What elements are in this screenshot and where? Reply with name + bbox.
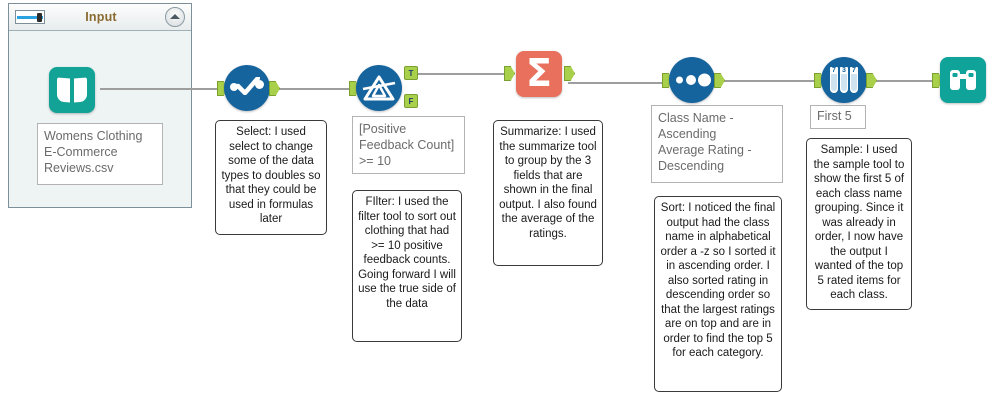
note-summarize: Summarize: I used the summarize tool to … (493, 120, 603, 266)
filter-expr-line-3: >= 10 (359, 154, 391, 168)
container-header[interactable]: Input (9, 4, 191, 31)
input-tool-container[interactable]: Input Womens Clothing E-Commerce Reviews… (8, 3, 192, 208)
slider-icon (15, 10, 45, 24)
tube-number-1: 7 (832, 67, 836, 74)
filter-false-anchor[interactable]: F (404, 94, 418, 108)
tool-select[interactable] (224, 65, 270, 111)
filter-funnel-icon (362, 74, 396, 102)
filter-expr-line-1: [Positive (359, 122, 407, 136)
note-sample: Sample: I used the sample tool to show t… (806, 138, 912, 310)
container-body: Womens Clothing E-Commerce Reviews.csv (9, 31, 191, 207)
tube-number-2: 3 (842, 67, 846, 74)
book-icon (57, 77, 87, 103)
tool-sample[interactable]: 7 3 7 (821, 57, 867, 103)
sort-field-line-4: Descending (658, 159, 725, 173)
tool-browse[interactable] (940, 57, 986, 103)
filter-true-anchor[interactable]: T (404, 66, 418, 80)
chevron-up-icon[interactable] (165, 7, 185, 27)
tool-filter[interactable] (356, 65, 402, 111)
sample-icon-bg[interactable]: 7 3 7 (821, 57, 867, 103)
sort-fields-label: Class Name - Ascending Average Rating - … (651, 105, 783, 183)
wire-sort-to-sample[interactable] (718, 80, 819, 82)
binoculars-icon (948, 68, 978, 92)
input-file-label: Womens Clothing E-Commerce Reviews.csv (37, 123, 163, 185)
sample-output-anchor[interactable] (866, 73, 877, 88)
select-check-icon (230, 77, 264, 99)
wire-input-to-select[interactable] (100, 88, 223, 90)
summarize-output-anchor[interactable] (564, 66, 575, 81)
filter-expression-label: [Positive Feedback Count] >= 10 (352, 116, 465, 174)
tool-input-data[interactable] (49, 67, 95, 113)
note-sort: Sort: I noticed the final output had the… (654, 196, 782, 392)
test-tubes-icon: 7 3 7 (829, 67, 859, 93)
wire-select-to-filter[interactable] (272, 88, 354, 90)
tube-number-3: 7 (852, 67, 856, 74)
filter-icon-bg[interactable] (356, 65, 402, 111)
file-label-line-3: Reviews.csv (44, 161, 114, 175)
summarize-input-anchor[interactable] (504, 66, 515, 81)
sample-count-label: First 5 (810, 105, 866, 129)
tool-summarize[interactable]: Σ (516, 51, 562, 97)
file-label-line-1: Womens Clothing (44, 129, 143, 143)
wire-summarize-to-sort[interactable] (568, 82, 667, 84)
select-output-anchor[interactable] (269, 81, 280, 96)
note-select: Select: I used select to change some of … (215, 120, 327, 235)
sort-icon-bg[interactable] (669, 57, 715, 103)
sort-output-anchor[interactable] (714, 73, 725, 88)
note-filter: FIlter: I used the filter tool to sort o… (352, 190, 462, 342)
container-title: Input (85, 10, 117, 24)
sort-field-line-1: Class Name - (658, 111, 734, 125)
input-data-icon-bg[interactable] (49, 67, 95, 113)
sort-field-line-2: Ascending (658, 127, 717, 141)
select-icon-bg[interactable] (224, 65, 270, 111)
wire-filter-to-summarize[interactable] (415, 73, 508, 75)
browse-icon-bg[interactable] (940, 57, 986, 103)
file-label-line-2: E-Commerce (44, 145, 118, 159)
tool-sort[interactable] (669, 57, 715, 103)
sigma-icon: Σ (526, 51, 552, 95)
filter-expr-line-2: Feedback Count] (359, 138, 455, 152)
sort-dots-icon (675, 72, 711, 88)
sort-field-line-3: Average Rating - (658, 143, 752, 157)
wire-sample-to-browse[interactable] (870, 80, 937, 82)
summarize-icon-bg[interactable]: Σ (516, 51, 562, 97)
